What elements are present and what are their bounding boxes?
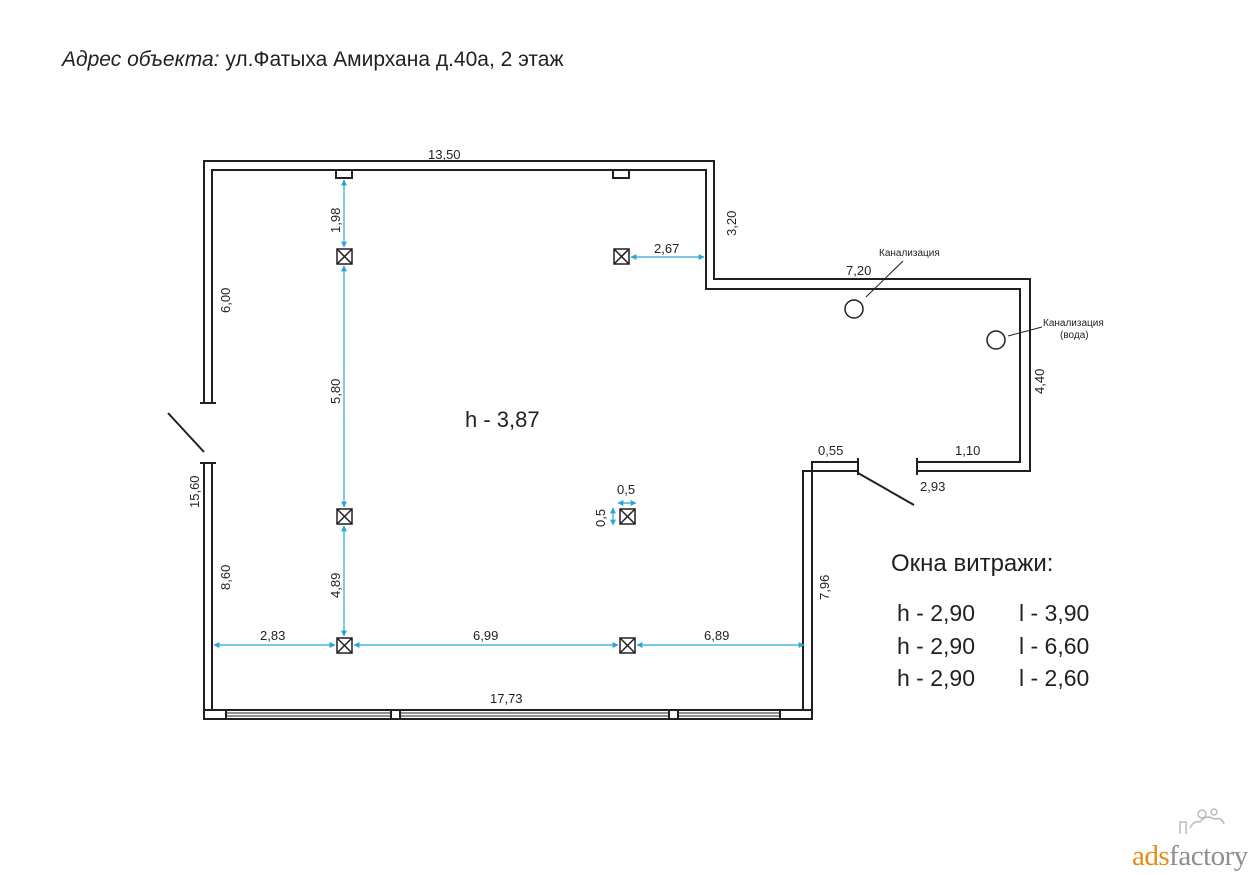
- dim-far-right-wall: 4,40: [1032, 369, 1047, 394]
- sewer-label-2: Канализация: [1043, 318, 1104, 329]
- sewer-label-1: Канализация: [879, 248, 940, 259]
- dim-col-horizontal-spacing: 6,99: [473, 628, 498, 643]
- inner-wall: [211, 169, 1021, 463]
- address-label: Адрес объекта:: [62, 48, 220, 71]
- windows-title: Окна витражи:: [891, 550, 1054, 577]
- column-icon: [336, 248, 353, 265]
- sewer-icon: [844, 299, 864, 319]
- door-right: [857, 472, 915, 506]
- windows-row: h - 2,90 l - 3,90: [897, 600, 1089, 627]
- brand-part-1: ads: [1132, 840, 1170, 872]
- dimension-lines: [213, 179, 805, 648]
- ceiling-height: h - 3,87: [465, 407, 540, 432]
- object-address: Адрес объекта: ул.Фатыха Амирхана д.40а,…: [62, 48, 564, 72]
- window-height: h - 2,90: [897, 633, 975, 659]
- window-length: l - 3,90: [1019, 600, 1090, 626]
- factory-logo-icon: [1179, 808, 1225, 834]
- column-icon: [336, 637, 353, 654]
- dim-col-right-offset: 6,89: [704, 628, 729, 643]
- window-height: h - 2,90: [897, 600, 975, 626]
- dim-col-size-w: 0,5: [617, 482, 635, 497]
- walls: [167, 160, 1031, 720]
- windows-row: h - 2,90 l - 6,60: [897, 633, 1089, 660]
- window-length: l - 6,60: [1019, 633, 1090, 659]
- column-icon: [619, 637, 636, 654]
- column-icon: [336, 508, 353, 525]
- dim-right-upper-wall: 3,20: [724, 211, 739, 236]
- dim-right-mid-wall: 7,20: [846, 263, 871, 278]
- dim-top-wall: 13,50: [428, 147, 461, 162]
- dim-col-size-h: 0,5: [593, 509, 608, 527]
- dim-door-right: 2,93: [920, 479, 945, 494]
- dim-col-upper-right-offset: 2,67: [654, 241, 679, 256]
- column-icon: [613, 248, 630, 265]
- window-height: h - 2,90: [897, 665, 975, 691]
- door-left: [167, 412, 205, 453]
- dim-col-left-offset: 2,83: [260, 628, 285, 643]
- inner-wall-lower: [211, 461, 858, 711]
- vent-block: [612, 169, 630, 179]
- address-value: ул.Фатыха Амирхана д.40а, 2 этаж: [225, 48, 564, 71]
- window-block: [668, 709, 679, 720]
- brand-watermark: adsfactory: [1132, 840, 1248, 873]
- vent-block: [335, 169, 353, 179]
- column-icon: [619, 508, 636, 525]
- dim-left-upper-wall: 6,00: [218, 288, 233, 313]
- sewer-icon: [986, 330, 1006, 350]
- dim-col-top-offset: 1,98: [328, 208, 343, 233]
- window-block: [390, 709, 401, 720]
- outer-wall: [203, 160, 1031, 472]
- dim-right-lower-wall: 7,96: [817, 575, 832, 600]
- windows-row: h - 2,90 l - 2,60: [897, 665, 1089, 692]
- window-length: l - 2,60: [1019, 665, 1090, 691]
- dim-col-vertical-spacing: 5,80: [328, 379, 343, 404]
- dim-left-lower-wall: 8,60: [218, 565, 233, 590]
- sewer-label-2-sub: (вода): [1060, 330, 1089, 341]
- dim-left-total: 15,60: [187, 475, 202, 508]
- window-block: [779, 709, 813, 720]
- dim-entry-gap-right: 0,55: [818, 443, 843, 458]
- dim-right-lower-segment: 1,10: [955, 443, 980, 458]
- brand-part-2: factory: [1169, 840, 1248, 872]
- outer-wall-lower: [203, 463, 858, 720]
- columns: [336, 248, 636, 654]
- window-block: [203, 709, 227, 720]
- dim-col-lower-spacing: 4,89: [328, 573, 343, 598]
- dim-bottom-wall: 17,73: [490, 691, 523, 706]
